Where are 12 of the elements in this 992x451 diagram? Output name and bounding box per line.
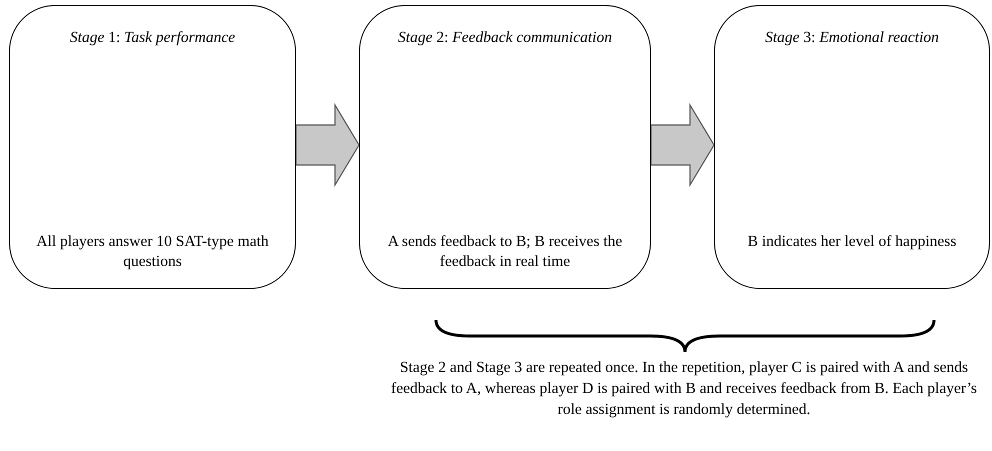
block-arrow (650, 102, 715, 188)
stage-description: A sends feedback to B; B receives the feedback in real time (386, 232, 624, 272)
stage-box (9, 5, 296, 289)
stage-box (359, 5, 651, 289)
stage-heading: Stage 3: Emotional reaction (764, 28, 940, 48)
stage-heading: Stage 1: Task performance (68, 28, 236, 48)
block-arrow (295, 102, 360, 188)
caption: Stage 2 and Stage 3 are repeated once. In the repetition, player C is paired with A and sends feedback to A, whereas player D is paired with B and receives feedback from B. Each player’s role assignment is randomly determined. (390, 358, 978, 420)
stage-heading: Stage 2: Feedback communication (397, 28, 613, 48)
stage-box (714, 5, 990, 289)
stage-description: B indicates her level of happiness (746, 232, 958, 252)
stage-description: All players answer 10 SAT-type math questions (35, 232, 270, 272)
